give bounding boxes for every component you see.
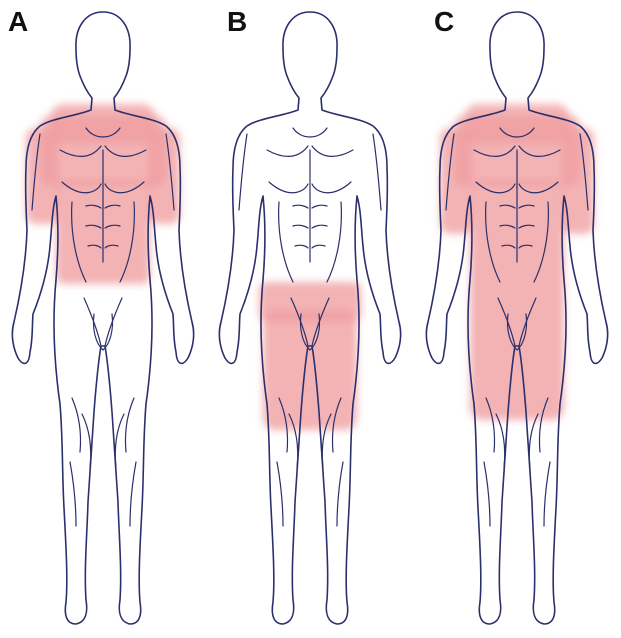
anatomy-line bbox=[293, 128, 327, 137]
anatomy-line bbox=[529, 414, 538, 468]
anatomy-line bbox=[130, 462, 136, 526]
panel-a: A bbox=[0, 0, 207, 638]
anatomy-line bbox=[267, 146, 308, 156]
panel-label-a: A bbox=[8, 8, 28, 36]
panel-c: C bbox=[414, 0, 621, 638]
anatomy-line bbox=[279, 202, 293, 282]
anatomy-line bbox=[373, 134, 381, 210]
anatomy-line bbox=[496, 414, 505, 468]
anatomy-line bbox=[70, 462, 76, 526]
anatomy-line bbox=[93, 314, 112, 350]
anatomy-line bbox=[269, 182, 308, 193]
highlight-shape bbox=[562, 128, 594, 234]
highlight-shape bbox=[263, 310, 357, 430]
body-figure-c bbox=[414, 0, 621, 638]
body-figure-a bbox=[0, 0, 207, 638]
anatomy-line bbox=[327, 202, 341, 282]
anatomy-line bbox=[337, 462, 343, 526]
body-figure-b bbox=[207, 0, 414, 638]
body-outline-a bbox=[12, 12, 193, 624]
anatomy-line bbox=[84, 298, 101, 346]
anatomy-line bbox=[239, 134, 247, 210]
anatomy-line bbox=[293, 205, 308, 208]
anatomy-line bbox=[312, 146, 353, 156]
anatomy-line bbox=[82, 414, 91, 468]
anatomy-line bbox=[312, 182, 351, 193]
anatomy-line bbox=[125, 398, 134, 452]
anatomy-line bbox=[312, 225, 327, 228]
panel-label-b: B bbox=[227, 8, 247, 36]
highlighted-region-b bbox=[259, 282, 361, 430]
anatomy-line bbox=[312, 205, 327, 208]
anatomy-line bbox=[312, 245, 325, 248]
anatomy-line bbox=[105, 298, 122, 346]
anatomy-line bbox=[72, 398, 81, 452]
anatomy-line bbox=[293, 225, 308, 228]
anatomy-line bbox=[484, 462, 490, 526]
panel-label-c: C bbox=[434, 8, 454, 36]
anatomy-line bbox=[115, 414, 124, 468]
highlight-shape bbox=[440, 128, 472, 234]
panel-b: B bbox=[207, 0, 414, 638]
anatomy-line bbox=[277, 462, 283, 526]
anatomy-line bbox=[295, 245, 308, 248]
anatomy-line bbox=[544, 462, 550, 526]
